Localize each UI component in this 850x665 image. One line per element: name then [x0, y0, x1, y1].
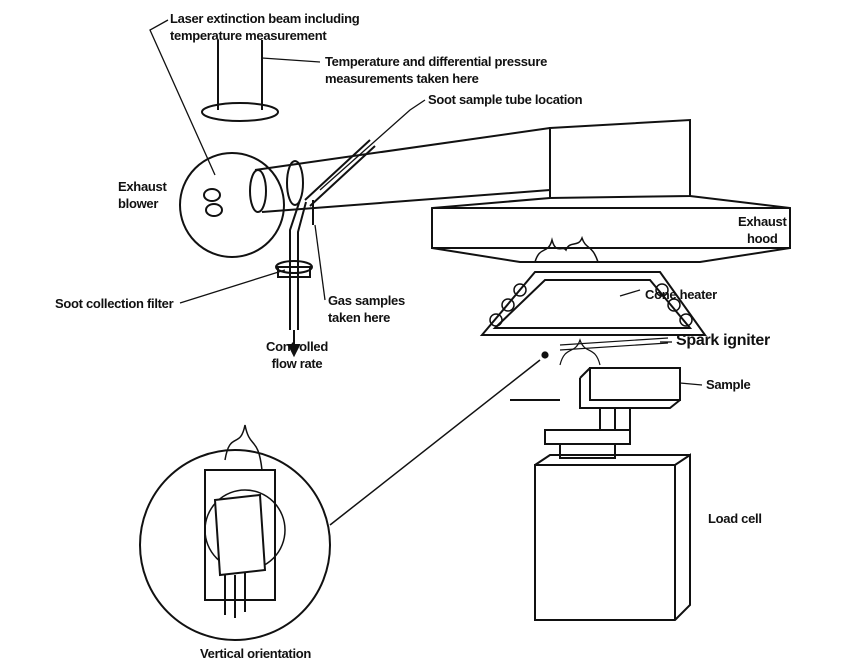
- exhaust-blower: [179, 40, 285, 258]
- label-line: Controlled: [266, 339, 328, 354]
- leader-lines: [149, 19, 703, 386]
- label-line: Gas samples: [328, 293, 405, 308]
- label-controlled-flow-rate: Controlled flow rate: [266, 338, 328, 372]
- label-line: Exhaust: [118, 179, 167, 194]
- sample-holder: [510, 367, 681, 459]
- label-line: measurements taken here: [325, 71, 479, 86]
- label-soot-sample-tube: Soot sample tube location: [428, 92, 583, 107]
- label-spark-igniter: Spark igniter: [676, 332, 770, 349]
- label-cone-heater: Cone heater: [645, 287, 717, 302]
- label-line: Temperature and differential pressure: [325, 54, 548, 69]
- label-laser-extinction: Laser extinction beam including temperatu…: [170, 10, 360, 44]
- label-line: Laser extinction beam including: [170, 11, 360, 26]
- flames-upper: [534, 235, 599, 263]
- label-sample: Sample: [706, 377, 751, 392]
- label-soot-collection-filter: Soot collection filter: [55, 296, 174, 311]
- label-line: flow rate: [271, 356, 323, 371]
- spark-igniter: [541, 337, 669, 366]
- label-line: blower: [118, 196, 159, 211]
- label-line: taken here: [328, 310, 391, 325]
- label-gas-samples: Gas samples taken here: [328, 292, 405, 326]
- exhaust-hood: [431, 118, 791, 263]
- label-load-cell: Load cell: [708, 511, 762, 526]
- label-line: Exhaust: [738, 214, 787, 229]
- label-temperature-pressure: Temperature and differential pressure mea…: [325, 53, 547, 87]
- load-cell: [534, 453, 691, 621]
- cone-heater: [479, 271, 707, 336]
- label-line: temperature measurement: [170, 28, 327, 43]
- magnified-view: [139, 359, 541, 641]
- label-line: hood: [746, 231, 778, 246]
- label-vertical-orientation: Vertical orientation: [200, 646, 312, 661]
- label-exhaust-blower: Exhaust blower: [118, 178, 167, 212]
- label-exhaust-hood: Exhaust hood: [738, 213, 787, 247]
